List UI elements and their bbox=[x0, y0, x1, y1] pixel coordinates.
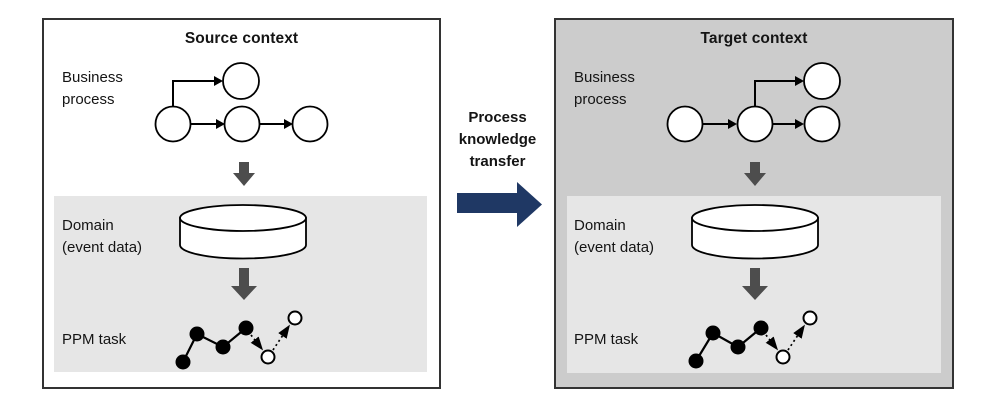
process-node bbox=[291, 105, 329, 143]
down-arrow-icon bbox=[233, 162, 255, 186]
target-panel-title: Target context bbox=[700, 30, 808, 47]
process-node bbox=[736, 105, 774, 143]
filled-data-point bbox=[189, 326, 205, 342]
filled-data-point bbox=[753, 320, 769, 336]
target-panel-graphics bbox=[567, 62, 941, 373]
ppm-task-chart bbox=[688, 310, 818, 369]
process-node bbox=[666, 105, 704, 143]
filled-data-point bbox=[238, 320, 254, 336]
database-cylinder-icon bbox=[691, 204, 819, 260]
down-arrow-icon bbox=[744, 162, 766, 186]
source-panel-graphics bbox=[54, 62, 427, 372]
label-line: Domain bbox=[574, 217, 626, 234]
label-line: transfer bbox=[469, 153, 526, 170]
process-node bbox=[803, 62, 841, 100]
filled-data-point bbox=[175, 354, 191, 370]
down-arrow-icon bbox=[231, 268, 257, 300]
open-data-point bbox=[775, 349, 791, 365]
process-node bbox=[154, 105, 192, 143]
down-arrow-icon bbox=[742, 268, 768, 300]
database-cylinder-icon bbox=[179, 204, 307, 260]
business-process-label: Business process bbox=[574, 67, 635, 111]
filled-data-point bbox=[215, 339, 231, 355]
label-line: Business bbox=[62, 69, 123, 86]
domain-label: Domain (event data) bbox=[62, 215, 142, 259]
label-line: (event data) bbox=[62, 239, 143, 256]
label-line: (event data) bbox=[574, 239, 655, 256]
open-data-point bbox=[260, 349, 276, 365]
process-node bbox=[222, 62, 260, 100]
filled-data-point bbox=[705, 325, 721, 341]
label-line: Business bbox=[574, 69, 635, 86]
open-data-point bbox=[287, 310, 303, 326]
label-line: process bbox=[62, 91, 115, 108]
process-node bbox=[803, 105, 841, 143]
ppm-task-label: PPM task bbox=[574, 331, 639, 348]
transfer-label: Process knowledge transfer bbox=[441, 107, 554, 173]
source-panel-title: Source context bbox=[184, 30, 299, 47]
open-data-point bbox=[802, 310, 818, 326]
filled-data-point bbox=[688, 353, 704, 369]
business-process-label: Business process bbox=[62, 67, 123, 111]
filled-data-point bbox=[730, 339, 746, 355]
label-line: Process bbox=[468, 109, 527, 126]
label-line: Domain bbox=[62, 217, 114, 234]
business-process-diagram bbox=[154, 62, 329, 143]
business-process-diagram bbox=[666, 62, 841, 143]
target-context-panel: Target context Business process Domain (ev… bbox=[554, 18, 954, 389]
transfer-arrow-icon bbox=[457, 182, 542, 227]
ppm-task-label: PPM task bbox=[62, 331, 127, 348]
source-context-panel: Source context Business process Domain (ev… bbox=[42, 18, 441, 389]
process-node bbox=[223, 105, 261, 143]
domain-label: Domain (event data) bbox=[574, 215, 654, 259]
label-line: process bbox=[574, 91, 627, 108]
ppm-task-chart bbox=[175, 310, 303, 370]
label-line: knowledge bbox=[458, 131, 537, 148]
